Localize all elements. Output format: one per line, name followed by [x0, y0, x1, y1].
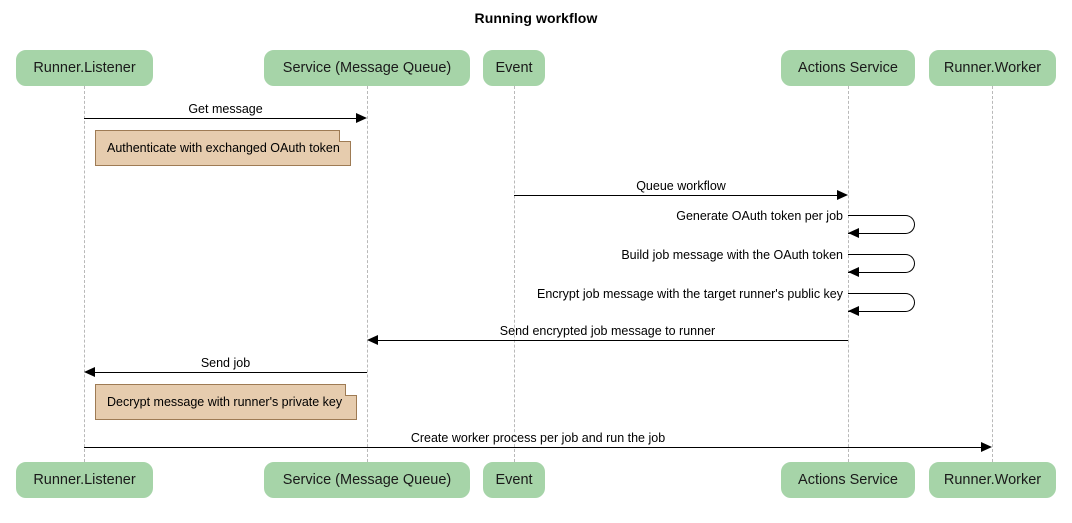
message-line-send-job [95, 372, 367, 373]
participant-actions-service-top[interactable]: Actions Service [781, 50, 915, 86]
note-authenticate-oauth: Authenticate with exchanged OAuth token [95, 130, 351, 166]
participant-actions-service-bottom[interactable]: Actions Service [781, 462, 915, 498]
self-message-loop-build-job-message [848, 254, 915, 273]
note-decrypt-private-key-label: Decrypt message with runner's private ke… [107, 395, 343, 409]
message-label-create-worker-process: Create worker process per job and run th… [410, 431, 666, 445]
arrowhead-build-job-message [848, 267, 859, 277]
participant-event-bottom[interactable]: Event [483, 462, 545, 498]
arrowhead-queue-workflow [837, 189, 848, 200]
self-message-loop-encrypt-job-message [848, 293, 915, 312]
participant-event-top[interactable]: Event [483, 50, 545, 86]
arrowhead-encrypt-job-message [848, 306, 859, 316]
self-message-loop-generate-oauth-token [848, 215, 915, 234]
arrowhead-send-encrypted-job-message [367, 334, 378, 345]
arrowhead-send-job [84, 366, 95, 377]
participant-runner-listener-bottom[interactable]: Runner.Listener [16, 462, 153, 498]
note-fold-icon [339, 130, 351, 142]
participant-runner-worker-top[interactable]: Runner.Worker [929, 50, 1056, 86]
self-message-label-encrypt-job-message: Encrypt job message with the target runn… [536, 287, 843, 301]
lifeline-runner-worker [992, 86, 993, 462]
self-message-label-generate-oauth-token: Generate OAuth token per job [676, 209, 843, 223]
message-line-queue-workflow [514, 195, 837, 196]
arrowhead-create-worker-process [981, 441, 992, 452]
arrowhead-get-message [356, 112, 367, 123]
self-message-label-build-job-message: Build job message with the OAuth token [621, 248, 843, 262]
lifeline-service-message-queue [367, 86, 368, 462]
participant-service-message-queue-bottom[interactable]: Service (Message Queue) [264, 462, 470, 498]
page-title: Running workflow [474, 10, 598, 26]
arrowhead-generate-oauth-token [848, 228, 859, 238]
message-line-send-encrypted-job-message [378, 340, 848, 341]
lifeline-event [514, 86, 515, 462]
message-label-get-message: Get message [188, 102, 263, 116]
message-line-get-message [84, 118, 356, 119]
message-line-create-worker-process [84, 447, 981, 448]
note-decrypt-private-key: Decrypt message with runner's private ke… [95, 384, 357, 420]
lifeline-runner-listener [84, 86, 85, 462]
message-label-queue-workflow: Queue workflow [636, 179, 726, 193]
note-authenticate-oauth-label: Authenticate with exchanged OAuth token [107, 141, 340, 155]
participant-runner-listener-top[interactable]: Runner.Listener [16, 50, 153, 86]
message-label-send-job: Send job [200, 356, 251, 370]
participant-runner-worker-bottom[interactable]: Runner.Worker [929, 462, 1056, 498]
participant-service-message-queue-top[interactable]: Service (Message Queue) [264, 50, 470, 86]
message-label-send-encrypted-job-message: Send encrypted job message to runner [499, 324, 716, 338]
note-fold-icon [345, 384, 357, 396]
